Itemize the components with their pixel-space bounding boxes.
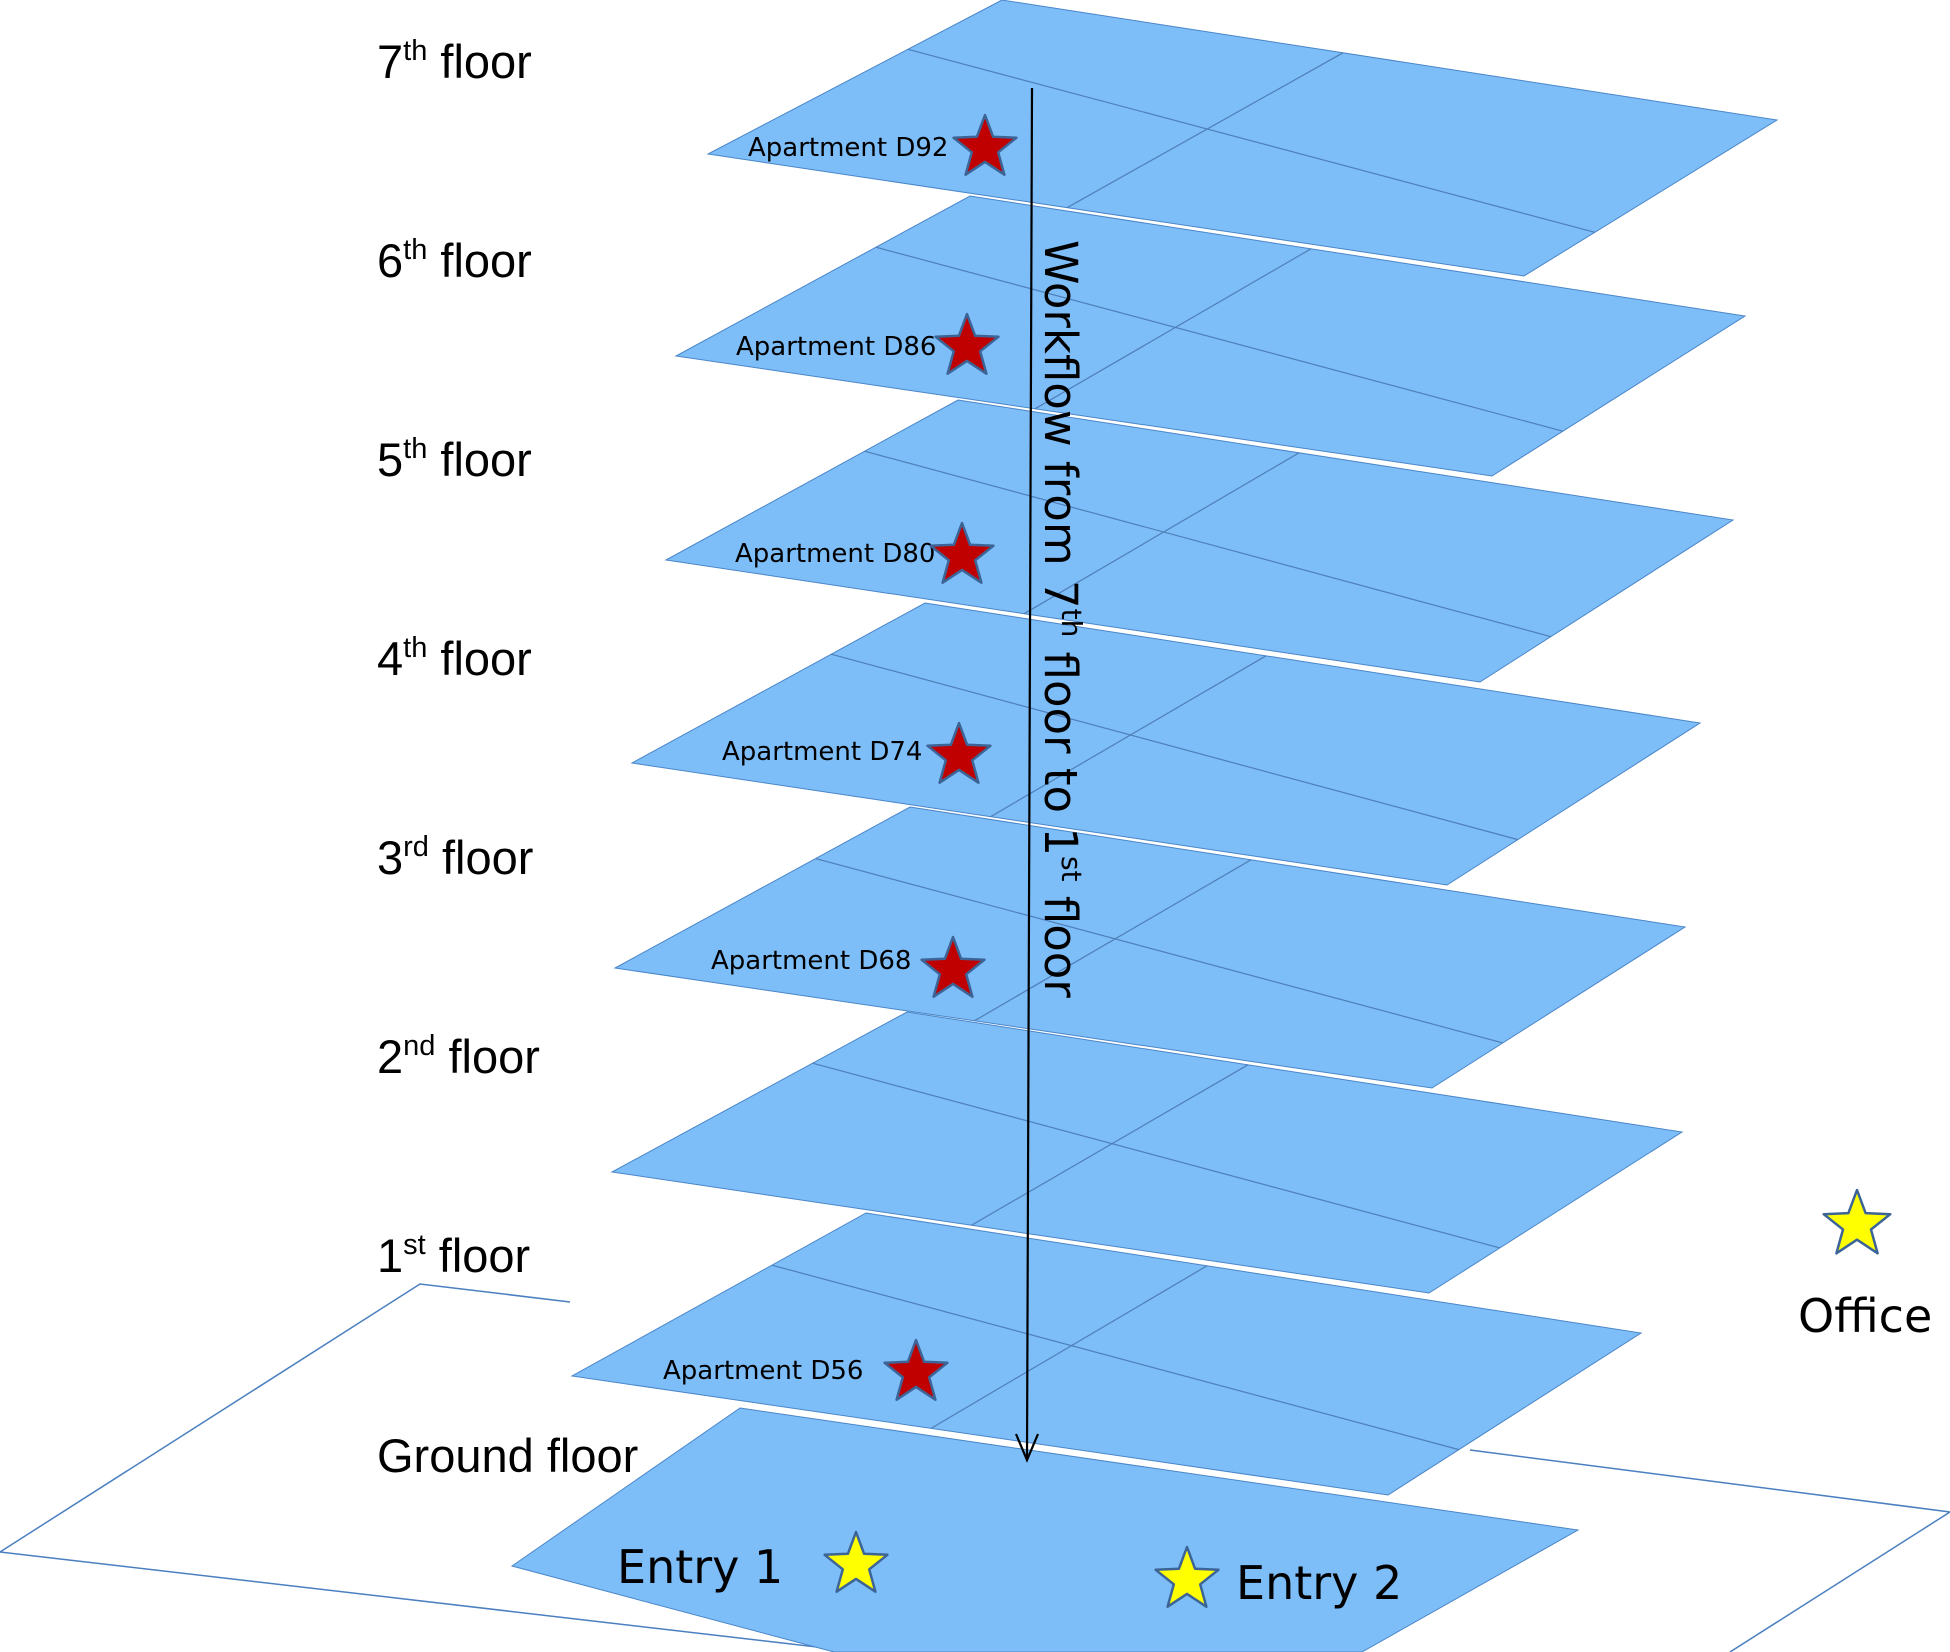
apartment-labels: Apartment D92 Apartment D86 Apartment D8… — [663, 133, 948, 1386]
floor-3 — [613, 806, 1687, 1089]
room-divider-long — [831, 653, 1518, 841]
room-divider-cross — [971, 1064, 1249, 1226]
entry-2-star — [1154, 1545, 1220, 1608]
site-outline-left — [0, 1283, 571, 1553]
room-divider-long — [864, 450, 1551, 638]
office-label: Office — [1798, 1289, 1932, 1343]
ground-floor — [510, 1407, 1580, 1652]
room-divider-cross — [1066, 52, 1344, 209]
floor-label-2: 2nd floor — [377, 1030, 540, 1083]
ground-floor-plane — [510, 1407, 1580, 1652]
apartment-label-d80: Apartment D80 — [735, 539, 935, 569]
apartment-star-d56 — [883, 1338, 949, 1401]
floor-label-3: 3rd floor — [377, 831, 533, 884]
floor-stack — [570, 0, 1779, 1496]
apartment-star-d68 — [920, 935, 986, 998]
room-divider-cross — [1023, 452, 1300, 615]
apartment-star-d80 — [929, 521, 995, 584]
ground-site-outline — [0, 1283, 1950, 1652]
floor-label-6: 6th floor — [377, 234, 532, 287]
floor-plane — [674, 195, 1747, 477]
room-divider-cross — [974, 859, 1252, 1022]
room-divider-long — [907, 48, 1595, 233]
apartment-label-d56: Apartment D56 — [663, 1356, 863, 1386]
apartment-star-d92 — [952, 113, 1018, 176]
room-divider-long — [875, 246, 1563, 432]
floor-label-1: 1st floor — [377, 1229, 530, 1282]
floor-7 — [706, 0, 1779, 277]
workflow-arrow — [1025, 87, 1034, 1459]
room-divider-long — [771, 1264, 1459, 1451]
apartment-label-d74: Apartment D74 — [722, 737, 922, 767]
stars — [823, 113, 1892, 1608]
site-outline-bottom — [0, 1551, 861, 1652]
room-divider-long — [812, 1062, 1500, 1249]
floor-plane — [613, 806, 1687, 1089]
entry-1-label: Entry 1 — [617, 1540, 783, 1594]
floor-label-4: 4th floor — [377, 632, 532, 685]
site-outline-main — [1469, 1449, 1950, 1652]
apartment-label-d86: Apartment D86 — [736, 332, 936, 362]
floor-label-5: 5th floor — [377, 433, 532, 486]
floor-1 — [570, 1212, 1643, 1496]
floor-2 — [610, 1011, 1684, 1294]
entry-2-label: Entry 2 — [1236, 1556, 1402, 1610]
workflow-arrow-group: Workflow from 7th floor to 1st floor — [1014, 87, 1088, 1463]
apartment-star-d86 — [934, 312, 1000, 375]
apartment-label-d92: Apartment D92 — [748, 133, 948, 163]
room-divider-cross — [1034, 248, 1312, 410]
floor-6 — [674, 195, 1747, 477]
floor-plane — [664, 399, 1735, 683]
floor-label-ground: Ground floor — [377, 1429, 638, 1482]
room-divider-cross — [990, 655, 1267, 818]
workflow-label: Workflow from 7th floor to 1st floor — [1034, 240, 1088, 998]
apartment-star-d74 — [926, 721, 992, 784]
floor-4 — [630, 602, 1702, 886]
room-divider-cross — [930, 1265, 1208, 1429]
floor-label-7: 7th floor — [377, 35, 532, 88]
floor-labels: 7th floor 6th floor 5th floor 4th floor … — [377, 35, 638, 1482]
ground-labels: Entry 1 Entry 2 Office — [617, 1289, 1932, 1610]
room-divider-long — [815, 857, 1503, 1044]
entry-1-star — [823, 1530, 889, 1593]
workflow-arrowhead — [1014, 1433, 1040, 1463]
office-star — [1822, 1188, 1892, 1255]
floor-5 — [664, 399, 1735, 683]
apartment-label-d68: Apartment D68 — [711, 946, 911, 976]
